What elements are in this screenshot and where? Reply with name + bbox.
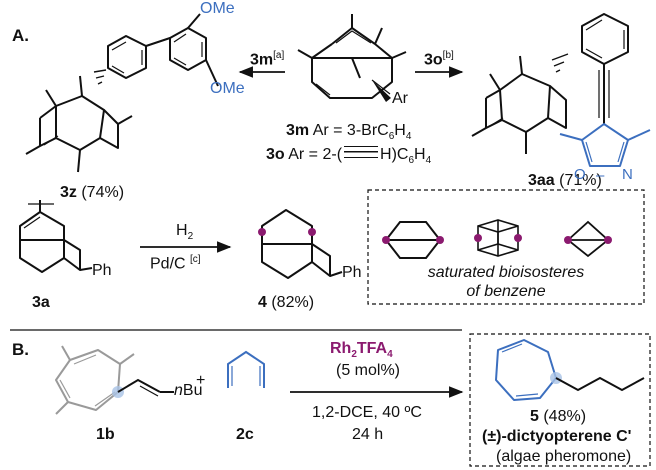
product-5-box xyxy=(469,333,651,467)
product-3aa-label: 3aa (71%) xyxy=(528,172,602,189)
triene-1b-structure xyxy=(55,345,135,415)
isoxazole-ring xyxy=(559,123,651,167)
isoxazole-n-label: N xyxy=(622,166,633,183)
section-b-label: B. xyxy=(12,340,29,359)
product-5-chain xyxy=(555,376,645,392)
product-3z-label: 3z (74%) xyxy=(60,184,125,201)
bicyclooctane-dot xyxy=(382,236,390,244)
product-3z-hash-bond xyxy=(93,69,107,85)
start-ar-label: Ar xyxy=(392,90,408,107)
alkyne-triple-bond-icon xyxy=(344,146,379,158)
compound-3m-definition: 3m Ar = 3-BrC6H4 xyxy=(286,122,412,143)
bioisostere-box xyxy=(367,189,645,305)
ome-bottom-label: OMe xyxy=(210,80,245,97)
conditions-line-1: 1,2-DCE, 40 ºC xyxy=(312,404,422,421)
reactant-2c-label: 2c xyxy=(236,426,254,443)
ph-product-label: Ph xyxy=(342,264,362,281)
reagent-3o-label: 3o[b] xyxy=(424,50,454,69)
conditions-line-2: 24 h xyxy=(352,426,384,443)
ph-start-label: Ph xyxy=(92,262,112,279)
plus-sign: + xyxy=(196,372,206,389)
product-5-ring xyxy=(495,339,557,401)
bicyclopentane-icon xyxy=(566,220,610,258)
catalyst-label: Rh2TFA4 xyxy=(330,340,393,361)
bicyclopentane-dot xyxy=(564,236,572,244)
bicyclooctane-icon xyxy=(384,221,442,259)
ome-top-label: OMe xyxy=(200,0,235,17)
cubane-icon xyxy=(477,219,519,257)
section-a-label: A. xyxy=(12,26,29,45)
product-4-label: 4 (82%) xyxy=(258,294,315,311)
reactant-1b-label: 1b xyxy=(96,426,115,443)
hydrogenation-catalyst: Pd/C [c] xyxy=(150,254,201,273)
triene-side-chain xyxy=(117,378,174,397)
product-3z-structure xyxy=(25,13,219,173)
product-5-name: (±)-dictyopterene C' xyxy=(482,428,632,445)
product-3aa-structure xyxy=(471,13,629,154)
nbu-label: nBu xyxy=(174,382,203,399)
cubane-dot xyxy=(514,234,522,242)
product-4-bridgehead-dot xyxy=(258,228,266,236)
catalyst-loading: (5 mol%) xyxy=(336,362,401,379)
start-3a-label: 3a xyxy=(32,294,50,311)
start-3a-structure xyxy=(19,200,93,273)
product-4-structure xyxy=(261,209,343,279)
start-bicycle-structure xyxy=(297,14,407,99)
compound-3o-definition: 3o Ar = 2-(H)C6H4 xyxy=(266,146,432,167)
isoxazole-dash: – xyxy=(596,167,605,184)
product-3aa-hash-bond xyxy=(551,53,569,73)
start-wedge-bond xyxy=(372,80,391,102)
product-5-note: (algae pheromone) xyxy=(496,448,632,465)
butadiene-2c-structure xyxy=(227,350,265,388)
cubane-dot xyxy=(474,234,482,242)
product-4-bridgehead-dot xyxy=(308,228,316,236)
isoxazole-o-label: O xyxy=(574,166,586,183)
reagent-3m-label: 3m[a] xyxy=(250,50,285,69)
product-5-label: 5 (48%) xyxy=(530,408,587,425)
hydrogenation-reagent: H2 xyxy=(176,222,194,243)
bicyclopentane-dot xyxy=(604,236,612,244)
bicyclooctane-dot xyxy=(436,236,444,244)
